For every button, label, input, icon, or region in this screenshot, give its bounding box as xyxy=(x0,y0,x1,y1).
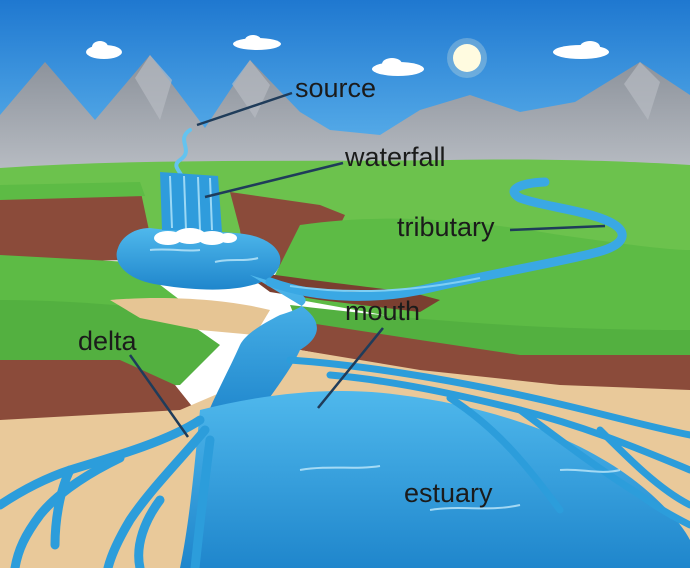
delta-leader xyxy=(128,354,190,438)
clouds xyxy=(86,35,609,76)
upper-cliff xyxy=(0,188,150,262)
tributary-leader xyxy=(509,224,606,232)
water-highlights xyxy=(149,248,621,511)
source-label: source xyxy=(295,73,376,103)
delta-channels xyxy=(0,415,215,568)
mouth-leader xyxy=(317,327,384,409)
sun xyxy=(453,44,481,72)
estuary-label: estuary xyxy=(404,478,493,508)
leader-lines xyxy=(128,91,606,438)
tributary-label: tributary xyxy=(397,212,495,242)
waterfall-foam xyxy=(154,228,237,245)
waterfall-label: waterfall xyxy=(344,142,446,172)
delta-label: delta xyxy=(78,326,138,356)
tributary-stream xyxy=(265,177,627,301)
waterfall-leader xyxy=(204,161,344,199)
river xyxy=(116,228,690,568)
source-leader xyxy=(196,91,293,127)
waterfall-fall xyxy=(160,172,222,232)
mouth-label: mouth xyxy=(345,296,420,326)
